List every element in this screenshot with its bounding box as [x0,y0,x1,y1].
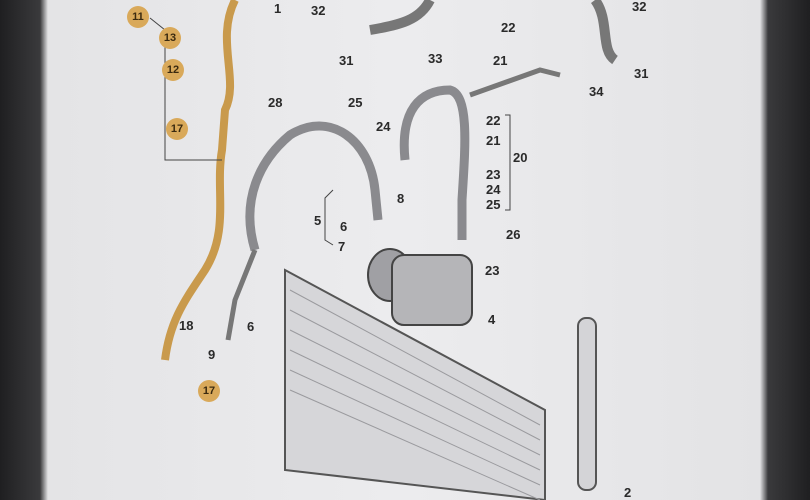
highlighted-pipe [161,0,239,361]
highlighted-part-label-11: 11 [127,6,149,28]
part-label-6: 6 [340,219,348,234]
pressure-hose [399,85,470,240]
part-label-31: 31 [634,66,649,81]
highlighted-part-label-17: 17 [198,380,220,402]
part-label-22: 22 [486,113,501,128]
part-label-23: 23 [486,167,501,182]
highlighted-part-label-12: 12 [162,59,184,81]
part-label-8: 8 [397,191,405,206]
part-label-32: 32 [632,0,647,14]
highlighted-part-label-13: 13 [159,27,181,49]
receiver-drier [577,317,597,491]
part-label-6: 6 [247,319,255,334]
part-label-22: 22 [501,20,516,35]
part-label-23: 23 [485,263,500,278]
compressor [367,248,473,326]
part-label-2: 2 [624,485,632,500]
part-label-21: 21 [493,53,508,68]
part-label-33: 33 [428,51,443,66]
part-label-1: 1 [274,1,282,16]
part-label-24: 24 [376,119,391,134]
pipe-line [225,249,258,341]
part-label-32: 32 [311,3,326,18]
part-label-34: 34 [589,84,604,99]
condenser [284,268,546,500]
part-label-18: 18 [179,318,194,333]
part-label-25: 25 [486,197,501,212]
part-label-24: 24 [486,182,501,197]
part-label-31: 31 [339,53,354,68]
part-label-7: 7 [338,239,346,254]
part-label-5: 5 [314,213,322,228]
long-pipe [469,67,561,98]
part-label-20: 20 [513,150,528,165]
top-pipe [369,0,435,35]
part-label-26: 26 [506,227,521,242]
part-label-9: 9 [208,347,216,362]
highlighted-part-label-17: 17 [166,118,188,140]
part-label-28: 28 [268,95,283,110]
right-pipe [590,0,619,65]
suction-hose [245,121,383,252]
part-label-4: 4 [488,312,496,327]
part-label-21: 21 [486,133,501,148]
part-label-25: 25 [348,95,363,110]
